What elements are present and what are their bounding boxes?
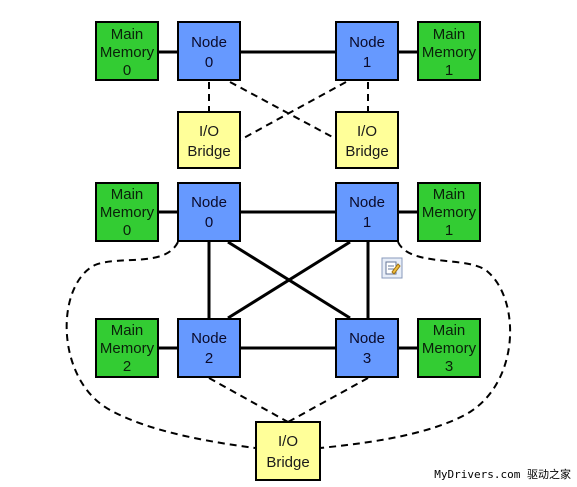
io-link-node2-bridge — [208, 377, 289, 423]
io-link-node1-bridge — [319, 241, 512, 449]
bridge-label-line2: Bridge — [187, 143, 230, 160]
io-link-node1-bridgeA — [239, 81, 347, 141]
node-label: Node — [191, 194, 227, 211]
memory-label-line1: Main — [433, 322, 466, 339]
node-label: Node — [191, 34, 227, 51]
io-link-node3-bridge — [287, 377, 369, 423]
main-memory-bottom-1: Main Memory 1 — [417, 182, 481, 242]
main-memory-bottom-2: Main Memory 2 — [95, 318, 159, 378]
node-top-1: Node 1 — [335, 21, 399, 81]
main-memory-bottom-0: Main Memory 0 — [95, 182, 159, 242]
memory-label-line1: Main — [111, 26, 144, 43]
main-memory-bottom-3: Main Memory 3 — [417, 318, 481, 378]
node-label: Node — [349, 34, 385, 51]
main-memory-top-1: Main Memory 1 — [417, 21, 481, 81]
io-link-node0-bridgeB — [229, 81, 339, 141]
memory-label-line2: Memory — [100, 204, 155, 221]
memory-index: 3 — [445, 358, 453, 375]
node-index: 0 — [205, 214, 213, 231]
watermark: MyDrivers.com 驱动之家 — [434, 468, 571, 481]
node-index: 3 — [363, 350, 371, 367]
node-index: 2 — [205, 350, 213, 367]
memory-index: 1 — [445, 62, 453, 79]
main-memory-top-0: Main Memory 0 — [95, 21, 159, 81]
memory-label-line2: Memory — [100, 340, 155, 357]
node-index: 0 — [205, 54, 213, 71]
io-bridge-top-b: I/O Bridge — [335, 111, 399, 169]
memory-label-line2: Memory — [100, 44, 155, 61]
node-label: Node — [349, 194, 385, 211]
memory-index: 2 — [123, 358, 131, 375]
bridge-label-line1: I/O — [357, 123, 377, 140]
memory-label-line1: Main — [433, 26, 466, 43]
memory-label-line2: Memory — [422, 340, 477, 357]
link-node1-node2 — [227, 240, 351, 320]
bottom-connections — [65, 210, 512, 449]
node-label: Node — [349, 330, 385, 347]
memory-label-line2: Memory — [422, 204, 477, 221]
bridge-label-line1: I/O — [199, 123, 219, 140]
bridge-label-line1: I/O — [278, 433, 298, 450]
memory-index: 0 — [123, 62, 131, 79]
node-bottom-3: Node 3 — [335, 318, 399, 378]
memory-label-line2: Memory — [422, 44, 477, 61]
bridge-label-line2: Bridge — [345, 143, 388, 160]
node-bottom-1: Node 1 — [335, 182, 399, 242]
memory-label-line1: Main — [433, 186, 466, 203]
node-index: 1 — [363, 54, 371, 71]
node-bottom-2: Node 2 — [177, 318, 241, 378]
io-bridge-top-a: I/O Bridge — [177, 111, 241, 169]
bridge-label-line2: Bridge — [266, 454, 309, 471]
io-link-node0-bridge — [65, 241, 256, 449]
node-label: Node — [191, 330, 227, 347]
memory-label-line1: Main — [111, 322, 144, 339]
node-index: 1 — [363, 214, 371, 231]
node-top-0: Node 0 — [177, 21, 241, 81]
memory-label-line1: Main — [111, 186, 144, 203]
memory-index: 1 — [445, 222, 453, 239]
top-connections — [158, 50, 418, 141]
node-bottom-0: Node 0 — [177, 182, 241, 242]
memory-index: 0 — [123, 222, 131, 239]
io-bridge-bottom: I/O Bridge — [255, 421, 321, 481]
note-icon[interactable] — [381, 257, 403, 279]
